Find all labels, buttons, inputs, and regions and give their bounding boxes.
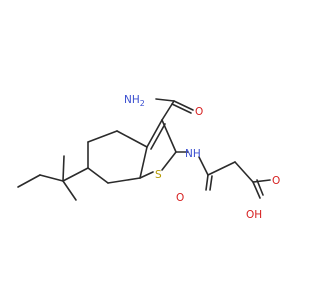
sulfur-label: S bbox=[155, 169, 162, 181]
bond bbox=[155, 98, 175, 102]
bond bbox=[252, 179, 271, 183]
bond bbox=[205, 174, 209, 191]
bond bbox=[139, 146, 148, 179]
amide-oxygen-label: O bbox=[195, 106, 203, 118]
bond bbox=[39, 174, 64, 182]
keto-oxygen-label: O bbox=[176, 192, 184, 204]
structure-svg: NH2 O NH S O O OH bbox=[17, 94, 280, 221]
bond bbox=[62, 155, 65, 182]
bond bbox=[150, 123, 166, 150]
bond bbox=[256, 179, 264, 196]
bond bbox=[17, 174, 41, 188]
bond bbox=[62, 167, 89, 182]
bond bbox=[198, 156, 209, 176]
bond bbox=[146, 119, 163, 148]
bond bbox=[161, 119, 177, 153]
bond bbox=[107, 177, 141, 184]
bond bbox=[207, 161, 236, 176]
bond bbox=[139, 171, 154, 179]
acid-oxygen-label: O bbox=[272, 175, 280, 187]
bond bbox=[209, 175, 213, 191]
bond bbox=[87, 130, 118, 143]
atom-labels: NH2 O NH S O O OH bbox=[124, 94, 280, 221]
bond bbox=[116, 130, 148, 148]
bond bbox=[171, 103, 192, 114]
molecule-diagram: NH2 O NH S O O OH bbox=[17, 94, 280, 221]
bond bbox=[161, 151, 177, 171]
bonds bbox=[17, 98, 271, 201]
bond bbox=[87, 167, 109, 184]
bond bbox=[234, 161, 254, 183]
bond bbox=[173, 100, 194, 111]
bond bbox=[252, 181, 261, 199]
bond bbox=[62, 180, 77, 201]
nh-label: NH bbox=[185, 148, 201, 160]
acid-hydroxyl-label: OH bbox=[246, 209, 262, 221]
amide-nh2-label: NH2 bbox=[124, 94, 145, 108]
